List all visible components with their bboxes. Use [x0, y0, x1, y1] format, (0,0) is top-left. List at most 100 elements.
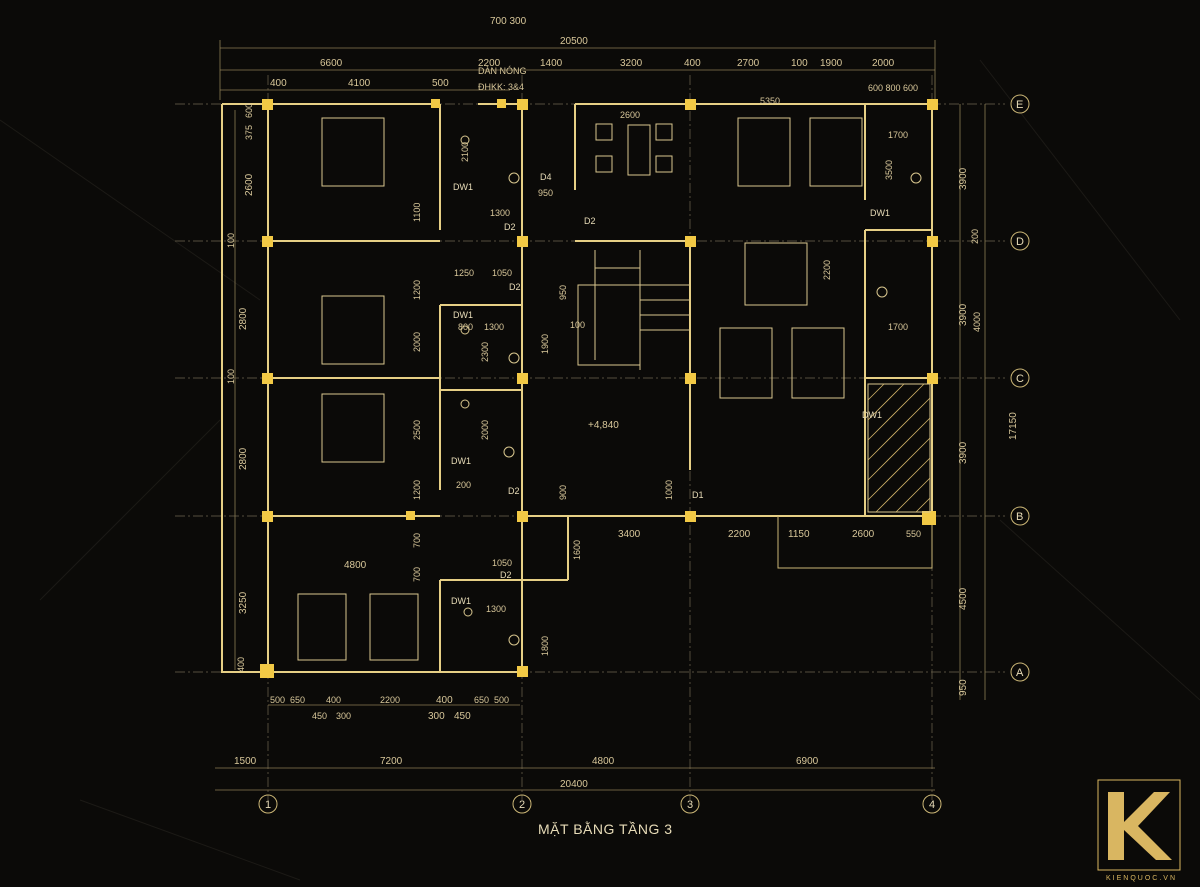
svg-text:450: 450 — [454, 711, 471, 722]
svg-text:DW1: DW1 — [870, 208, 890, 218]
svg-text:DÀN NÓNG: DÀN NÓNG — [478, 66, 527, 76]
svg-text:300: 300 — [336, 711, 351, 721]
bed — [321, 393, 385, 463]
bed — [297, 593, 347, 661]
svg-text:4800: 4800 — [344, 560, 367, 571]
bed — [809, 117, 863, 187]
svg-text:100: 100 — [226, 369, 236, 384]
bed — [321, 295, 385, 365]
svg-text:1700: 1700 — [888, 322, 908, 332]
svg-text:1200: 1200 — [412, 280, 422, 300]
room-labels: DW1 DW1 DW1 DW1 DW1 DW1 D4 D2 D2 D2 D2 D… — [451, 172, 890, 606]
svg-text:DW1: DW1 — [453, 310, 473, 320]
svg-text:1300: 1300 — [486, 604, 506, 614]
svg-text:650: 650 — [474, 695, 489, 705]
svg-text:DW1: DW1 — [451, 456, 471, 466]
bed — [791, 327, 845, 399]
bathroom-fixtures — [460, 135, 922, 646]
axis-bubbles: E D C B A 1 2 3 4 — [258, 94, 1030, 814]
svg-text:6600: 6600 — [320, 58, 343, 69]
svg-text:800: 800 — [458, 322, 473, 332]
svg-text:1250: 1250 — [454, 268, 474, 278]
svg-text:2600: 2600 — [620, 110, 640, 120]
svg-text:KIENQUOC.VN: KIENQUOC.VN — [1106, 875, 1177, 882]
svg-text:3250: 3250 — [238, 591, 249, 614]
dimension-text: 700 300 20500 6600 2200 1400 3200 400 27… — [226, 16, 1019, 790]
svg-text:500: 500 — [494, 695, 509, 705]
axis-label-row: D — [1016, 236, 1024, 248]
svg-text:400: 400 — [326, 695, 341, 705]
svg-text:2800: 2800 — [238, 447, 249, 470]
bed — [321, 117, 385, 187]
axis-label-col: 1 — [265, 799, 271, 811]
axis-label-row: C — [1016, 373, 1024, 385]
svg-text:D1: D1 — [692, 490, 704, 500]
svg-text:600: 600 — [244, 103, 254, 118]
svg-text:950: 950 — [538, 188, 553, 198]
svg-text:1500: 1500 — [234, 756, 257, 767]
svg-text:3500: 3500 — [884, 160, 894, 180]
svg-text:2800: 2800 — [238, 307, 249, 330]
svg-text:100: 100 — [791, 58, 808, 69]
svg-text:1600: 1600 — [572, 540, 582, 560]
svg-text:4800: 4800 — [592, 756, 615, 767]
axis-label-row: B — [1016, 511, 1023, 523]
svg-text:1400: 1400 — [540, 58, 563, 69]
svg-text:3400: 3400 — [618, 529, 641, 540]
svg-text:400: 400 — [684, 58, 701, 69]
svg-text:D4: D4 — [540, 172, 552, 182]
svg-text:2000: 2000 — [872, 58, 895, 69]
background-texture — [0, 59, 1200, 881]
svg-text:500: 500 — [432, 78, 449, 89]
svg-text:D2: D2 — [500, 570, 512, 580]
svg-text:1900: 1900 — [540, 334, 550, 354]
svg-text:100: 100 — [226, 233, 236, 248]
svg-text:100: 100 — [570, 320, 585, 330]
svg-text:1300: 1300 — [484, 322, 504, 332]
svg-text:2000: 2000 — [480, 420, 490, 440]
dimension-lines — [215, 40, 986, 791]
svg-text:1900: 1900 — [820, 58, 843, 69]
svg-text:700: 700 — [412, 567, 422, 582]
columns — [260, 99, 938, 678]
svg-text:400: 400 — [270, 78, 287, 89]
svg-text:4000: 4000 — [972, 312, 982, 332]
svg-text:400: 400 — [436, 695, 453, 706]
hatched-area — [867, 383, 931, 513]
svg-text:6900: 6900 — [796, 756, 819, 767]
svg-text:450: 450 — [312, 711, 327, 721]
svg-text:2300: 2300 — [480, 342, 490, 362]
svg-text:700: 700 — [412, 533, 422, 548]
axis-label-col: 2 — [519, 799, 525, 811]
logo-k-mark — [1108, 792, 1172, 860]
svg-text:200: 200 — [456, 480, 471, 490]
svg-text:20400: 20400 — [560, 779, 588, 790]
svg-text:2200: 2200 — [478, 58, 501, 69]
svg-text:950: 950 — [958, 679, 969, 696]
svg-text:D2: D2 — [504, 222, 516, 232]
drawing-title: MẶT BẰNG TẦNG 3 — [538, 820, 673, 837]
svg-text:550: 550 — [906, 529, 921, 539]
svg-text:2700: 2700 — [737, 58, 760, 69]
svg-text:ĐHKK: 3&4: ĐHKK: 3&4 — [478, 82, 524, 92]
svg-text:2200: 2200 — [822, 260, 832, 280]
svg-text:2200: 2200 — [728, 529, 751, 540]
svg-text:3200: 3200 — [620, 58, 643, 69]
svg-text:2100: 2100 — [460, 142, 470, 162]
svg-text:4500: 4500 — [958, 587, 969, 610]
svg-text:1000: 1000 — [664, 480, 674, 500]
axis-label-row: E — [1016, 99, 1023, 111]
svg-text:1800: 1800 — [540, 636, 550, 656]
svg-text:375: 375 — [244, 125, 254, 140]
svg-text:7200: 7200 — [380, 756, 403, 767]
svg-text:1200: 1200 — [412, 480, 422, 500]
svg-text:650: 650 — [290, 695, 305, 705]
kienquoc-logo: KIENQUOC.VN — [1097, 779, 1181, 882]
svg-text:700 300: 700 300 — [490, 16, 527, 27]
svg-text:3900: 3900 — [958, 167, 969, 190]
svg-text:DW1: DW1 — [451, 596, 471, 606]
svg-text:4100: 4100 — [348, 78, 371, 89]
svg-text:2200: 2200 — [380, 695, 400, 705]
svg-text:3900: 3900 — [958, 441, 969, 464]
